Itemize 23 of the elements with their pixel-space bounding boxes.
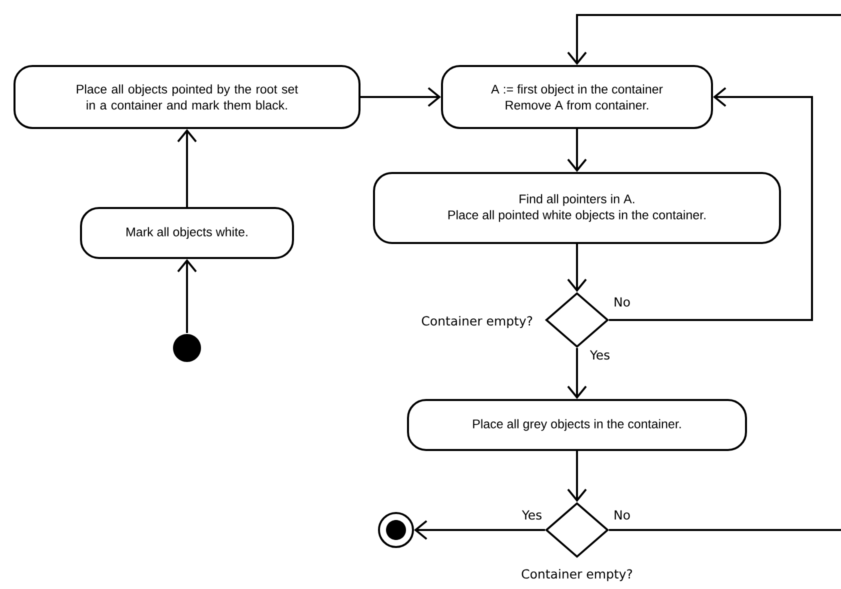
arrow [360, 87, 441, 107]
edge-label: Yes [520, 509, 544, 521]
action-box: Place all grey objects in the container. [407, 399, 747, 451]
action-box: Find all pointers in A. Place all pointed white objects in the container. [373, 172, 781, 244]
start-node [173, 334, 201, 362]
arrow [567, 348, 587, 399]
arrow [567, 14, 841, 531]
action-box: Mark all objects white. [80, 207, 294, 259]
arrow [414, 520, 545, 540]
arrow [609, 87, 813, 321]
end-node [378, 512, 414, 548]
arrow [567, 451, 587, 502]
arrow [567, 244, 587, 292]
action-box: Place all objects pointed by the root set in a container and mark them black. [14, 65, 360, 129]
arrow [177, 259, 197, 333]
decision-label: Container empty? [522, 568, 632, 582]
decision-label: Container empty? [422, 316, 532, 328]
edge-label: No [612, 296, 632, 308]
arrow [177, 129, 197, 207]
edge-label: No [612, 509, 632, 521]
arrow [567, 129, 587, 172]
action-box: A := first object in the container Remove A from container. [441, 65, 713, 129]
edge-label: Yes [588, 349, 612, 361]
